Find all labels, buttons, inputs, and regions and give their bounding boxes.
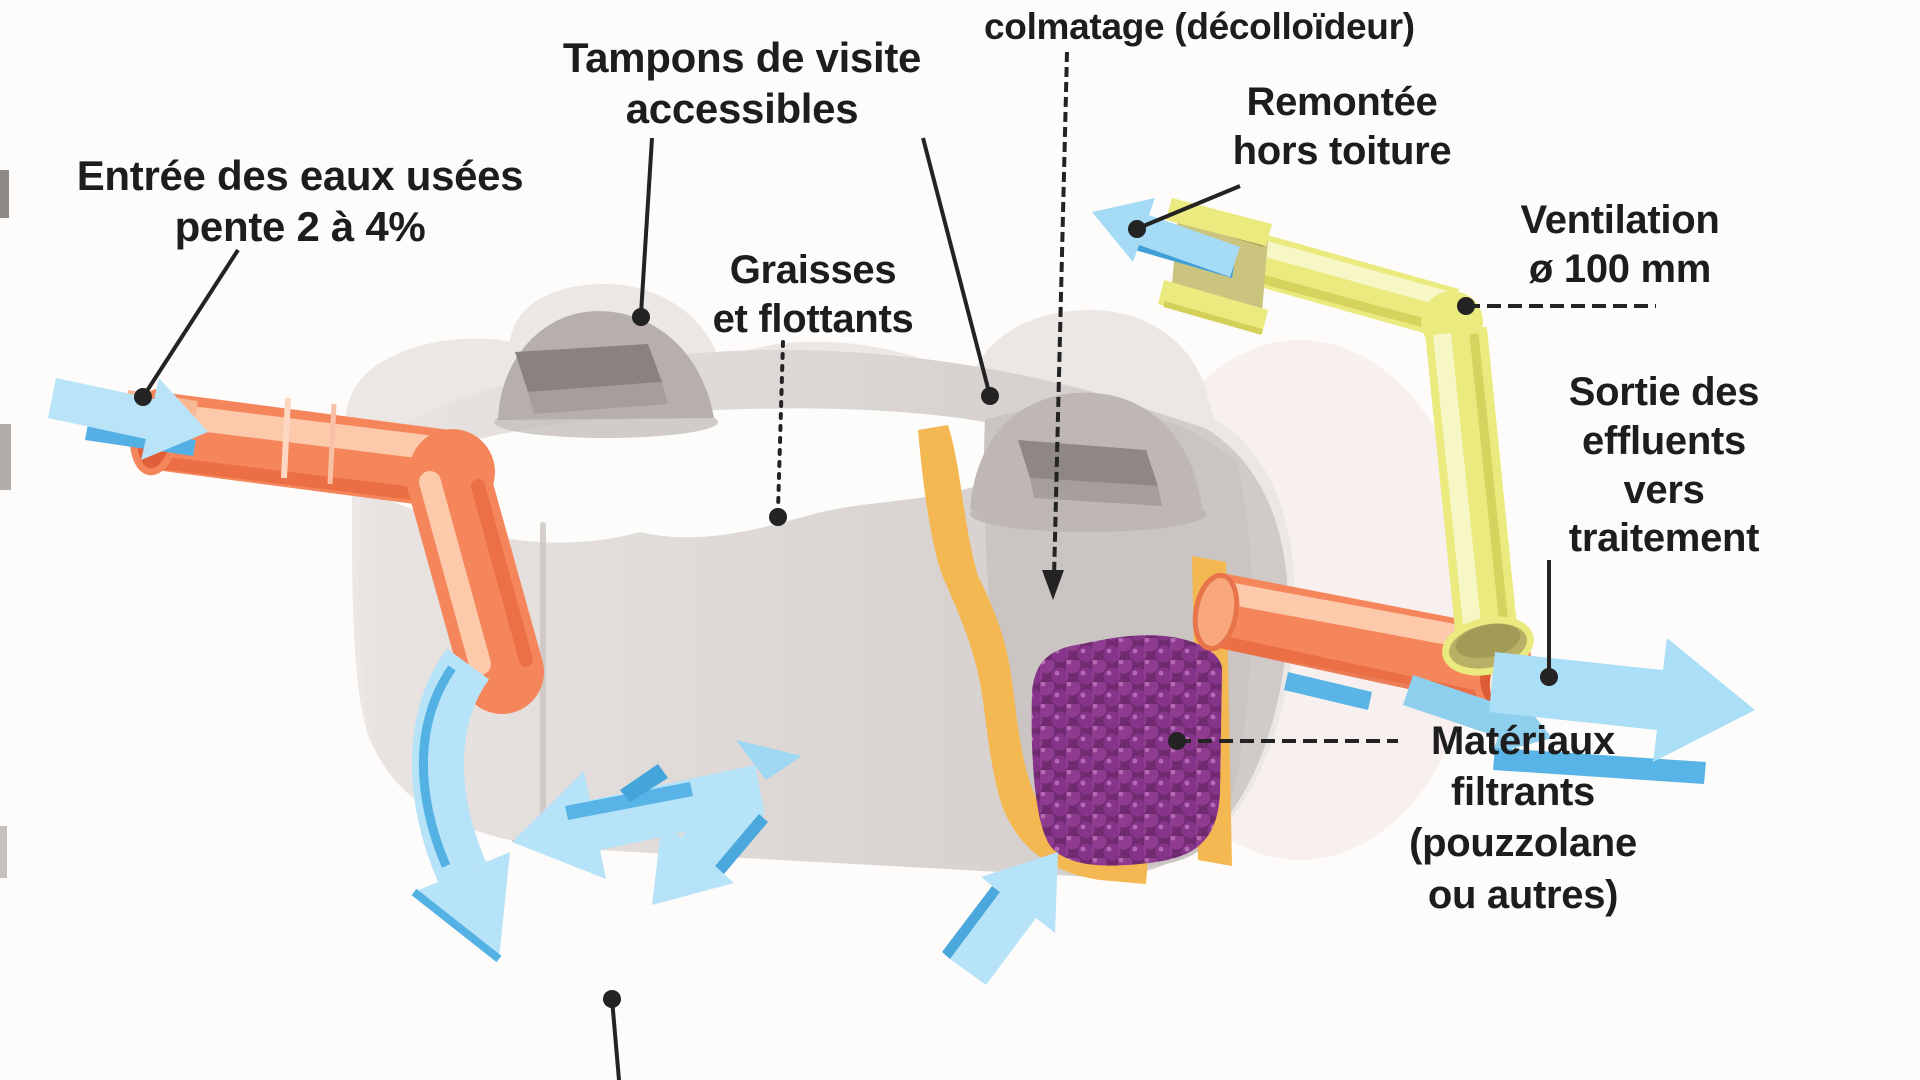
label-ventilation-line2: ø 100 mm [1528,246,1712,291]
label-inlet-line1: Entrée des eaux usées [76,152,524,199]
filter-media-beads [1031,635,1222,866]
inspection-cover-right [970,392,1206,532]
label-outlet-line2: effluents [1582,418,1746,463]
leader-lines [134,51,1656,1080]
leader-covers-right [921,137,991,393]
label-access-covers: Tampons de visite accessibles [462,32,1022,134]
label-access-covers-line2: accessibles [625,85,859,133]
scan-edge-artifacts [0,170,11,878]
label-outlet: Sortie des effluents vers traitement [1514,368,1814,563]
label-grease-line1: Graisses [729,248,897,292]
leader-inlet [141,248,240,399]
scum-layer [352,408,1003,543]
label-outlet-line4: traitement [1568,516,1760,561]
label-filter-media-line4: ou autres) [1427,872,1619,917]
label-filter-media: Matériaux filtrants (pouzzolane ou autre… [1373,716,1673,921]
label-inlet-line2: pente 2 à 4% [174,203,426,251]
label-grease-line2: et flottants [712,296,914,341]
label-filter-media-line3: (pouzzolane [1409,821,1637,866]
inlet-flow-arrow-icon [48,378,208,460]
label-roof-vent-line2: hors toiture [1232,128,1452,173]
label-clogging-line1: colmatage (décolloïdeur) [984,6,1415,47]
label-roof-vent: Remontée hors toiture [1192,78,1492,176]
label-ventilation-line1: Ventilation [1520,198,1720,242]
circulation-arrow-icons [411,648,1058,985]
leader-grease [776,340,785,512]
inlet-pipe [126,388,544,714]
label-grease: Graisses et flottants [663,246,963,344]
cover-hatch-right [1018,440,1158,486]
leader-sludge [610,998,621,1080]
inspection-cover-left [494,311,718,438]
label-ventilation: Ventilation ø 100 mm [1470,196,1770,294]
leader-covers-left [639,137,654,315]
effluent-exit-arrow-icon [1489,638,1755,784]
label-outlet-line1: Sortie des [1568,370,1760,414]
leader-roof-vent [1140,184,1241,229]
cover-hatch-left [515,344,662,392]
label-inlet: Entrée des eaux usées pente 2 à 4% [40,150,560,252]
outlet-flow-sliver-icon [1284,672,1372,710]
vent-exhaust-arrow-icon [1092,198,1240,278]
baffle-wall-left [918,425,1148,884]
label-filter-media-line2: filtrants [1451,770,1595,815]
label-clogging: colmatage (décolloïdeur) [984,4,1504,49]
label-roof-vent-line1: Remontée [1246,80,1438,124]
label-outlet-line3: vers [1623,467,1705,512]
label-access-covers-line1: Tampons de visite [562,34,922,81]
leader-clogging-arrowhead [1042,570,1064,600]
label-filter-media-line1: Matériaux [1430,719,1616,763]
leader-clogging [1052,51,1069,579]
